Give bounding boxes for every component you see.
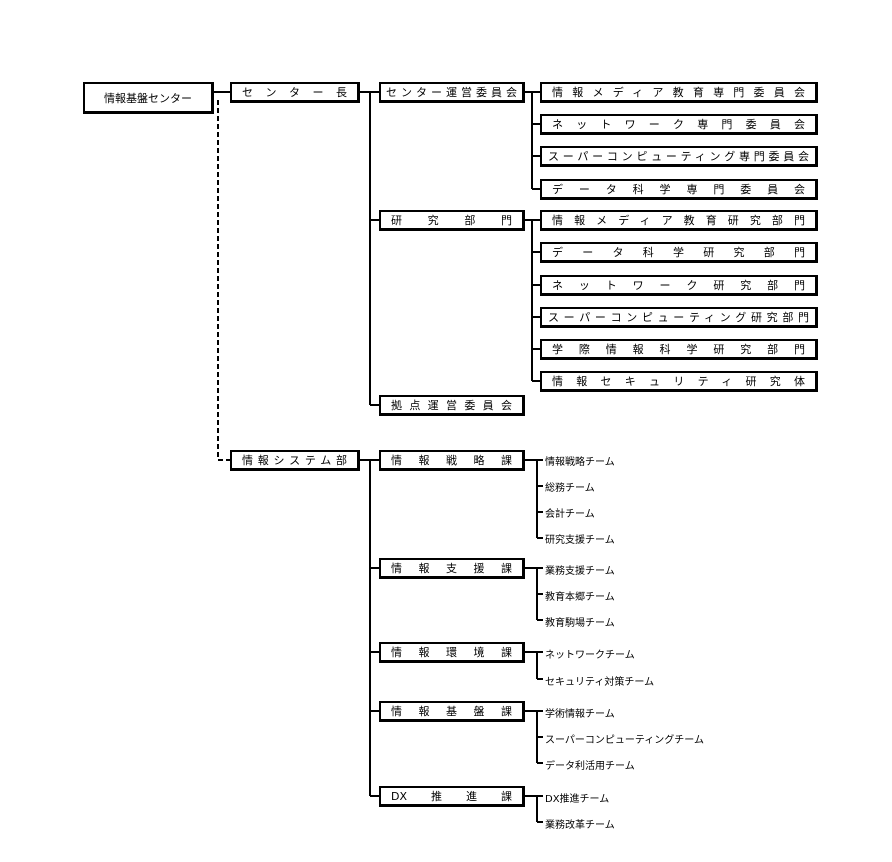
section-box: 情報環境課 bbox=[379, 642, 525, 663]
team-label: データ利活用チーム bbox=[545, 761, 635, 772]
team-label: 総務チーム bbox=[545, 483, 595, 494]
hub-committee-box: 拠点運営委員会 bbox=[379, 395, 525, 416]
committee-label: 情報メディア教育専門委員会 bbox=[552, 86, 805, 99]
system-dept-label: 情報システム部 bbox=[242, 454, 347, 467]
team-label: 会計チーム bbox=[545, 509, 595, 520]
director-box: センター長 bbox=[230, 82, 360, 103]
system-dept-box: 情報システム部 bbox=[230, 450, 360, 471]
research-division-box: 情報メディア教育研究部門 bbox=[540, 210, 818, 231]
team-label: 業務改革チーム bbox=[545, 820, 615, 831]
committee-label: スーパーコンピューティング専門委員会 bbox=[548, 150, 809, 163]
team-label: スーパーコンピューティングチーム bbox=[545, 735, 704, 746]
root-label: 情報基盤センター bbox=[104, 91, 192, 105]
team-label: 教育本郷チーム bbox=[545, 592, 615, 603]
research-division-box: スーパーコンピューティング研究部門 bbox=[540, 307, 818, 328]
research-division-label: 情報メディア教育研究部門 bbox=[552, 214, 805, 227]
team-label: 研究支援チーム bbox=[545, 535, 615, 546]
team-label: ネットワークチーム bbox=[545, 650, 635, 661]
team-label: 業務支援チーム bbox=[545, 566, 615, 577]
research-division-label: データ科学研究部門 bbox=[552, 246, 805, 259]
research-division-box: データ科学研究部門 bbox=[540, 242, 818, 263]
committee-main-label: センター運営委員会 bbox=[386, 86, 517, 99]
research-division-label: スーパーコンピューティング研究部門 bbox=[548, 311, 809, 324]
section-label: DX推進課 bbox=[391, 790, 512, 803]
team-label: DX推進チーム bbox=[545, 794, 610, 805]
research-division-label: ネットワーク研究部門 bbox=[552, 279, 805, 292]
committee-label: データ科学専門委員会 bbox=[552, 183, 805, 196]
section-box: 情報支援課 bbox=[379, 558, 525, 579]
committee-box: 情報メディア教育専門委員会 bbox=[540, 82, 818, 103]
root-box: 情報基盤センター bbox=[83, 82, 214, 114]
committee-box: スーパーコンピューティング専門委員会 bbox=[540, 146, 818, 167]
committee-main-box: センター運営委員会 bbox=[379, 82, 525, 103]
section-label: 情報基盤課 bbox=[391, 705, 512, 718]
team-label: 情報戦略チーム bbox=[545, 457, 615, 468]
team-label: 学術情報チーム bbox=[545, 709, 615, 720]
research-label: 研究部門 bbox=[391, 214, 512, 227]
section-label: 情報環境課 bbox=[391, 646, 512, 659]
section-box: 情報戦略課 bbox=[379, 450, 525, 471]
research-division-box: 学際情報科学研究部門 bbox=[540, 339, 818, 360]
research-division-label: 情報セキュリティ研究体 bbox=[552, 375, 805, 388]
director-label: センター長 bbox=[242, 86, 347, 99]
section-box: DX推進課 bbox=[379, 786, 525, 807]
research-division-label: 学際情報科学研究部門 bbox=[552, 343, 805, 356]
committee-label: ネットワーク専門委員会 bbox=[552, 118, 805, 131]
section-label: 情報戦略課 bbox=[391, 454, 512, 467]
research-division-box: ネットワーク研究部門 bbox=[540, 275, 818, 296]
team-label: 教育駒場チーム bbox=[545, 618, 615, 629]
hub-committee-label: 拠点運営委員会 bbox=[391, 399, 512, 412]
team-label: セキュリティ対策チーム bbox=[545, 677, 655, 688]
section-label: 情報支援課 bbox=[391, 562, 512, 575]
section-box: 情報基盤課 bbox=[379, 701, 525, 722]
research-box: 研究部門 bbox=[379, 210, 525, 231]
research-division-box: 情報セキュリティ研究体 bbox=[540, 371, 818, 392]
committee-box: データ科学専門委員会 bbox=[540, 179, 818, 200]
committee-box: ネットワーク専門委員会 bbox=[540, 114, 818, 135]
